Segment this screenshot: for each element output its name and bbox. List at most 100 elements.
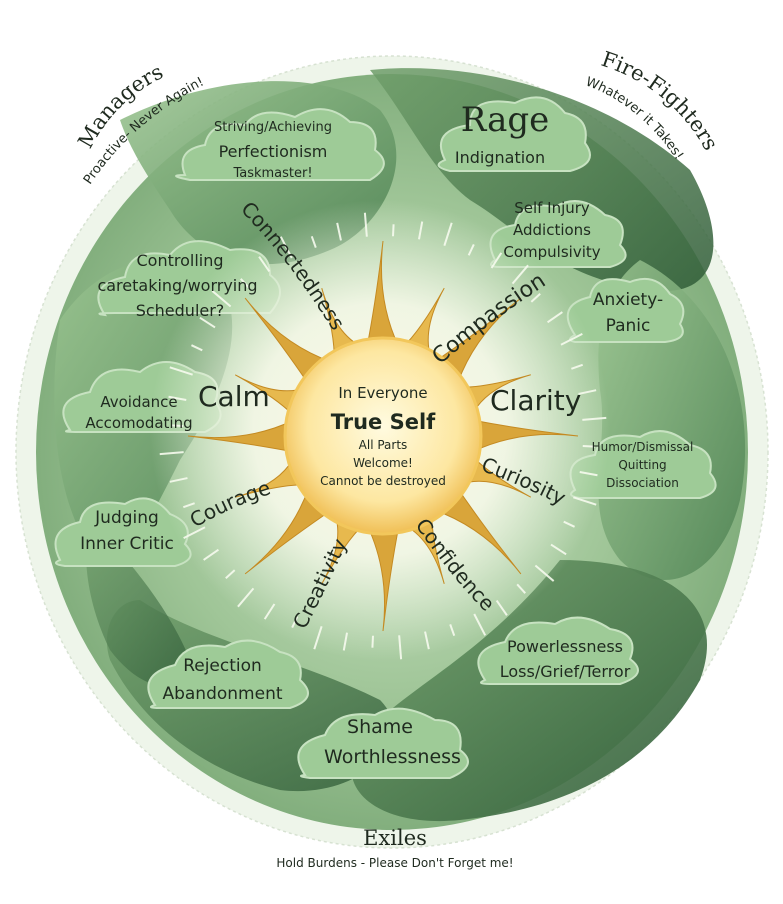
striving-line2: Perfectionism bbox=[218, 142, 328, 161]
humor-line1: Humor/Dismissal bbox=[591, 440, 694, 454]
cloud-striving bbox=[175, 108, 385, 181]
light-ray bbox=[563, 520, 575, 528]
light-ray bbox=[546, 311, 563, 324]
light-ray bbox=[424, 631, 430, 650]
light-ray bbox=[169, 366, 193, 376]
light-ray bbox=[263, 603, 276, 620]
light-ray bbox=[199, 316, 216, 329]
exiles-title: Exiles bbox=[363, 826, 427, 850]
sun-petal bbox=[471, 419, 579, 453]
controlling-line2: caretaking/worrying bbox=[97, 276, 258, 295]
light-ray bbox=[313, 626, 323, 650]
light-ray bbox=[511, 264, 529, 285]
light-ray bbox=[443, 222, 453, 246]
judging-line1: Judging bbox=[95, 508, 159, 528]
cloud-shame bbox=[297, 707, 469, 779]
light-ray bbox=[449, 624, 456, 637]
light-ray bbox=[279, 236, 293, 259]
exiles-subtitle: Hold Burdens - Please Don't Forget me! bbox=[276, 856, 514, 870]
light-ray bbox=[467, 244, 475, 256]
rejection-line1: Rejection bbox=[183, 656, 262, 676]
light-ray bbox=[310, 235, 317, 248]
anxiety-line2: Panic bbox=[605, 316, 651, 336]
striving-line3: Taskmaster! bbox=[233, 166, 313, 181]
light-ray bbox=[417, 221, 424, 240]
sun-petal bbox=[433, 297, 522, 386]
light-ray bbox=[183, 526, 206, 540]
selfinjury-line3: Compulsivity bbox=[503, 243, 601, 261]
anxiety-line1: Anxiety- bbox=[592, 290, 664, 310]
light-ray bbox=[391, 224, 395, 237]
light-ray bbox=[191, 344, 203, 352]
selfinjury-line1: Self Injury bbox=[514, 199, 590, 217]
light-ray bbox=[291, 616, 299, 628]
humor-line2: Quitting bbox=[618, 458, 667, 472]
center-line5: Cannot be destroyed bbox=[320, 474, 446, 488]
selfinjury-line2: Addictions bbox=[512, 221, 591, 239]
light-ray bbox=[571, 363, 584, 370]
light-ray bbox=[237, 587, 255, 608]
rage-line2: Indignation bbox=[454, 148, 546, 167]
cloud-rejection bbox=[147, 639, 309, 709]
light-ray bbox=[516, 583, 526, 594]
sun-petal bbox=[187, 419, 295, 453]
light-ray bbox=[495, 599, 508, 616]
rage-title: Rage bbox=[460, 100, 550, 140]
light-ray bbox=[240, 278, 250, 289]
light-ray bbox=[371, 635, 375, 648]
center-line3: All Parts bbox=[358, 438, 408, 452]
quality-clarity: Clarity bbox=[490, 384, 582, 417]
light-ray bbox=[573, 496, 597, 506]
light-ray bbox=[169, 477, 188, 483]
controlling-line3: Scheduler? bbox=[135, 301, 225, 320]
avoidance-line1: Avoidance bbox=[100, 393, 178, 411]
center-line4: Welcome! bbox=[353, 456, 413, 470]
light-ray bbox=[171, 424, 184, 428]
light-ray bbox=[560, 332, 583, 346]
shame-line2: Worthlessness bbox=[324, 746, 461, 768]
quality-calm: Calm bbox=[198, 380, 270, 413]
light-ray bbox=[530, 293, 541, 303]
light-ray bbox=[582, 416, 607, 421]
sun-petal bbox=[244, 486, 333, 575]
light-ray bbox=[225, 569, 236, 579]
light-ray bbox=[342, 632, 349, 651]
sun-petal bbox=[244, 297, 333, 386]
cloud-rage bbox=[437, 96, 591, 172]
light-rays bbox=[159, 212, 607, 660]
light-ray bbox=[473, 613, 487, 636]
sun-petal bbox=[366, 240, 400, 348]
sun-petal bbox=[366, 524, 400, 632]
light-ray bbox=[211, 290, 232, 308]
humor-line3: Dissociation bbox=[606, 476, 679, 490]
light-ray bbox=[203, 548, 220, 561]
center-title: True Self bbox=[330, 410, 436, 434]
light-ray bbox=[582, 444, 595, 448]
striving-line1: Striving/Achieving bbox=[214, 120, 332, 135]
light-ray bbox=[398, 635, 403, 660]
light-ray bbox=[534, 564, 555, 582]
avoidance-line2: Accomodating bbox=[85, 414, 193, 432]
cloud-powerless bbox=[477, 616, 639, 685]
center-line1: In Everyone bbox=[338, 384, 428, 402]
judging-line2: Inner Critic bbox=[80, 534, 174, 554]
powerless-line2: Loss/Grief/Terror bbox=[499, 662, 631, 681]
light-ray bbox=[258, 256, 271, 273]
controlling-line1: Controlling bbox=[136, 251, 224, 270]
light-ray bbox=[168, 395, 187, 402]
rejection-line2: Abandonment bbox=[162, 684, 283, 704]
sun-core bbox=[283, 336, 483, 536]
light-ray bbox=[490, 252, 503, 269]
powerless-line1: Powerlessness bbox=[507, 637, 623, 656]
light-ray bbox=[336, 222, 342, 241]
light-ray bbox=[578, 389, 597, 395]
light-ray bbox=[550, 543, 567, 556]
light-ray bbox=[159, 451, 184, 456]
light-ray bbox=[363, 212, 368, 237]
light-ray bbox=[579, 470, 598, 477]
sun-petal bbox=[433, 486, 522, 575]
shame-line1: Shame bbox=[347, 716, 413, 738]
light-ray bbox=[182, 502, 195, 509]
